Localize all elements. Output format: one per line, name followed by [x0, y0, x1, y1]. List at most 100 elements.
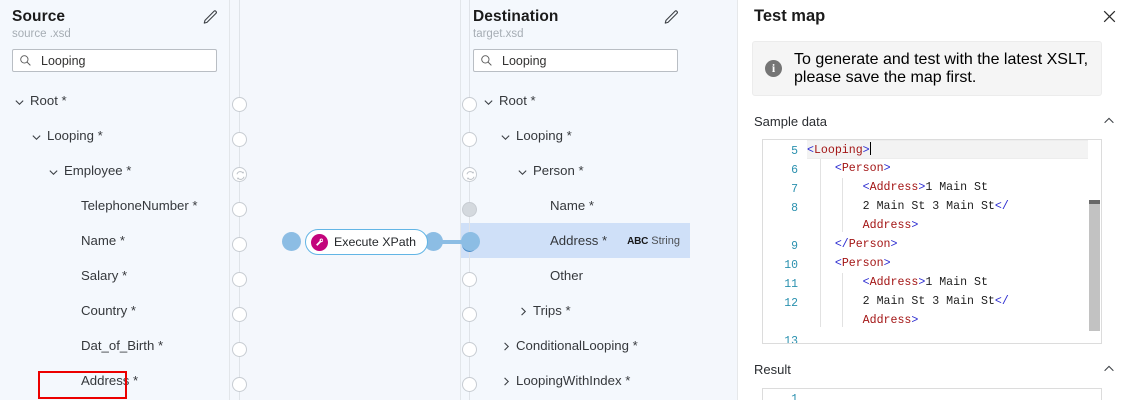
connector-dot-conditionallooping[interactable] [462, 342, 477, 357]
info-icon: i [765, 60, 782, 77]
code-token: </ [834, 238, 849, 251]
function-output-handle[interactable] [424, 232, 443, 251]
tree-row-person[interactable]: Person * [461, 153, 690, 188]
destination-edit-pencil-icon[interactable] [662, 9, 680, 27]
result-editor[interactable]: 1 [762, 388, 1102, 400]
code-line[interactable]: 2 Main St 3 Main St</ [807, 292, 1101, 311]
connector-dot-dat-of-birth[interactable] [232, 342, 247, 357]
connector-dot-looping[interactable] [232, 132, 247, 147]
connector-dot-looping[interactable] [462, 132, 477, 147]
tree-row-country[interactable]: Country * [0, 293, 229, 328]
connector-dot-country[interactable] [232, 307, 247, 322]
tree-row-address[interactable]: Address * [0, 363, 229, 398]
source-edit-pencil-icon[interactable] [201, 9, 219, 27]
code-line[interactable]: <Address>1 Main St [807, 178, 1101, 197]
tree-row-other[interactable]: Other [461, 258, 690, 293]
destination-input-handle[interactable] [461, 232, 480, 251]
code-line[interactable] [807, 330, 1101, 343]
connector-dot-person[interactable] [462, 167, 477, 182]
source-search-box[interactable] [12, 49, 217, 72]
tree-row-looping[interactable]: Looping * [0, 118, 229, 153]
tree-row-employee[interactable]: Employee * [0, 153, 229, 188]
code-token: 1 Main St [925, 276, 988, 289]
sample-data-line-number: 9 [791, 240, 798, 253]
sample-data-code[interactable]: <Looping> <Person> <Address>1 Main St 2 … [807, 140, 1101, 343]
tree-row-label: Dat_of_Birth * [81, 338, 164, 353]
indent-guide [820, 159, 821, 327]
code-line[interactable]: <Person> [807, 159, 1101, 178]
destination-search-box[interactable] [473, 49, 678, 72]
tree-row-name[interactable]: Name * [0, 223, 229, 258]
function-node-execute-xpath[interactable]: Execute XPath [305, 229, 428, 255]
code-line[interactable]: </Person> [807, 235, 1101, 254]
code-token [807, 314, 863, 327]
code-line[interactable]: <Person> [807, 254, 1101, 273]
chevron-right-icon[interactable] [500, 340, 511, 351]
tree-row-root[interactable]: Root * [0, 83, 229, 118]
chevron-right-icon[interactable] [500, 375, 511, 386]
connector-dot-loopingwithindex[interactable] [462, 377, 477, 392]
connector-dot-employee[interactable] [232, 167, 247, 182]
result-scrollbar[interactable] [1088, 389, 1101, 400]
type-badge: ABC String [627, 235, 680, 247]
code-token: > [883, 257, 891, 270]
code-token: < [807, 144, 814, 157]
tree-row-telephonenumber[interactable]: TelephoneNumber * [0, 188, 229, 223]
sample-data-line-number: 13 [784, 335, 798, 344]
tree-row-conditionallooping[interactable]: ConditionalLooping * [461, 328, 690, 363]
tree-row-salary[interactable]: Salary * [0, 258, 229, 293]
info-message-bar: i To generate and test with the latest X… [752, 41, 1102, 96]
tree-row-root[interactable]: Root * [461, 83, 690, 118]
indent-guide [842, 178, 843, 232]
code-token: Looping [813, 144, 863, 157]
connector-dot-root[interactable] [232, 97, 247, 112]
code-line[interactable]: 2 Main St 3 Main St</ [807, 197, 1101, 216]
code-line[interactable]: <Address>1 Main St [807, 273, 1101, 292]
result-chevron-up-icon[interactable] [1102, 362, 1116, 376]
tree-row-address[interactable]: Address *ABC String [461, 223, 690, 258]
tree-row-label: Employee * [64, 163, 132, 178]
connector-dot-name[interactable] [232, 237, 247, 252]
chevron-down-icon[interactable] [483, 95, 494, 106]
connector-dot-telephonenumber[interactable] [232, 202, 247, 217]
map-canvas: Execute XPath Source source .xsd [0, 0, 737, 400]
connector-dot-root[interactable] [462, 97, 477, 112]
result-code[interactable] [807, 390, 1101, 400]
code-token: Address [869, 181, 919, 194]
code-token: Address [869, 276, 919, 289]
tree-row-dat-of-birth[interactable]: Dat_of_Birth * [0, 328, 229, 363]
chevron-down-icon[interactable] [500, 130, 511, 141]
connector-dot-salary[interactable] [232, 272, 247, 287]
sample-data-scrollbar-thumb[interactable] [1089, 203, 1100, 331]
code-token [807, 238, 835, 251]
indent-guide [842, 273, 843, 327]
tree-row-trips[interactable]: Trips * [461, 293, 690, 328]
source-connector-rail [239, 0, 240, 400]
sample-data-scrollbar[interactable] [1088, 140, 1101, 343]
chevron-down-icon[interactable] [31, 130, 42, 141]
chevron-down-icon[interactable] [14, 95, 25, 106]
connector-dot-trips[interactable] [462, 307, 477, 322]
chevron-down-icon[interactable] [517, 165, 528, 176]
sample-data-chevron-up-icon[interactable] [1102, 114, 1116, 128]
code-token: < [862, 276, 870, 289]
connector-dot-other[interactable] [462, 272, 477, 287]
code-line[interactable]: <Looping> [807, 140, 1101, 159]
code-line[interactable]: Address> [807, 311, 1101, 330]
function-input-handle[interactable] [282, 232, 301, 251]
search-icon [19, 54, 32, 67]
tree-row-loopingwithindex[interactable]: LoopingWithIndex * [461, 363, 690, 398]
source-search-input[interactable] [39, 52, 210, 69]
connector-dot-name[interactable] [462, 202, 477, 217]
destination-search-input[interactable] [500, 52, 671, 69]
connector-dot-address[interactable] [232, 377, 247, 392]
chevron-down-icon[interactable] [48, 165, 59, 176]
tree-row-looping[interactable]: Looping * [461, 118, 690, 153]
close-icon[interactable] [1101, 8, 1118, 25]
sample-data-line-number: 5 [791, 145, 798, 158]
code-line[interactable]: Address> [807, 216, 1101, 235]
tree-row-name[interactable]: Name * [461, 188, 690, 223]
sample-data-line-number: 7 [791, 183, 798, 196]
chevron-right-icon[interactable] [517, 305, 528, 316]
